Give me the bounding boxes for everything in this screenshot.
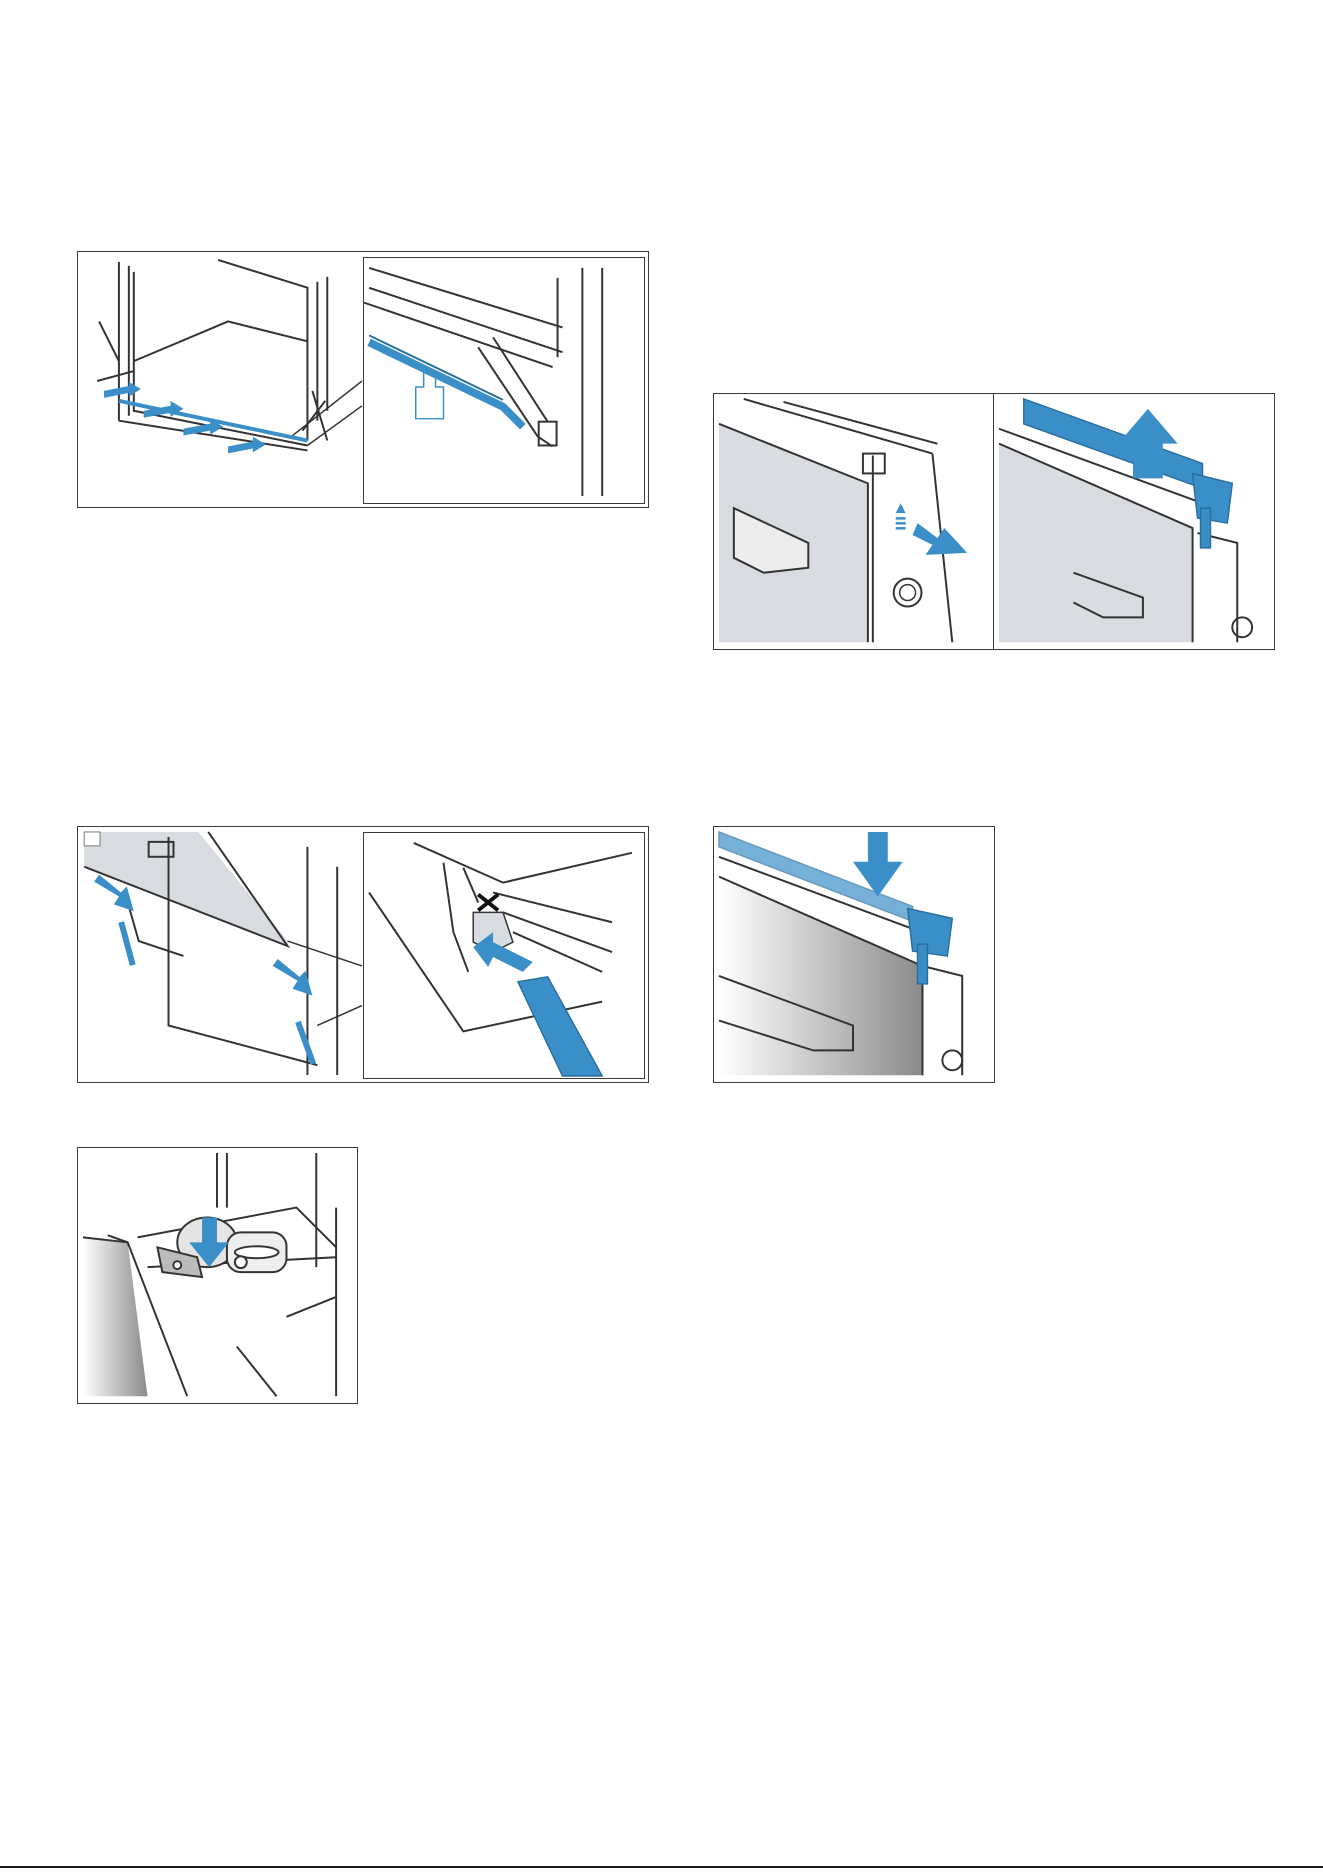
- door-cover-lift-figure: [993, 393, 1275, 650]
- seal-detail-panel: [363, 257, 645, 504]
- door-cover-icon: [994, 394, 1274, 649]
- door-cover-push-figure: [713, 393, 995, 650]
- footer-rule: [0, 1866, 1323, 1868]
- door-glass-insert-figure: [77, 826, 649, 1083]
- seal-icon: [364, 258, 644, 503]
- arrow-icon: [896, 503, 967, 555]
- door-seal-removal-figure: [77, 251, 649, 508]
- cross-mark-icon: [478, 894, 498, 910]
- door-panel-icon: [714, 394, 994, 649]
- screw-icon: [894, 579, 922, 607]
- door-cover-press-figure: [713, 826, 995, 1083]
- hinge-lever-figure: [77, 1147, 358, 1404]
- arrow-icon: [104, 382, 266, 453]
